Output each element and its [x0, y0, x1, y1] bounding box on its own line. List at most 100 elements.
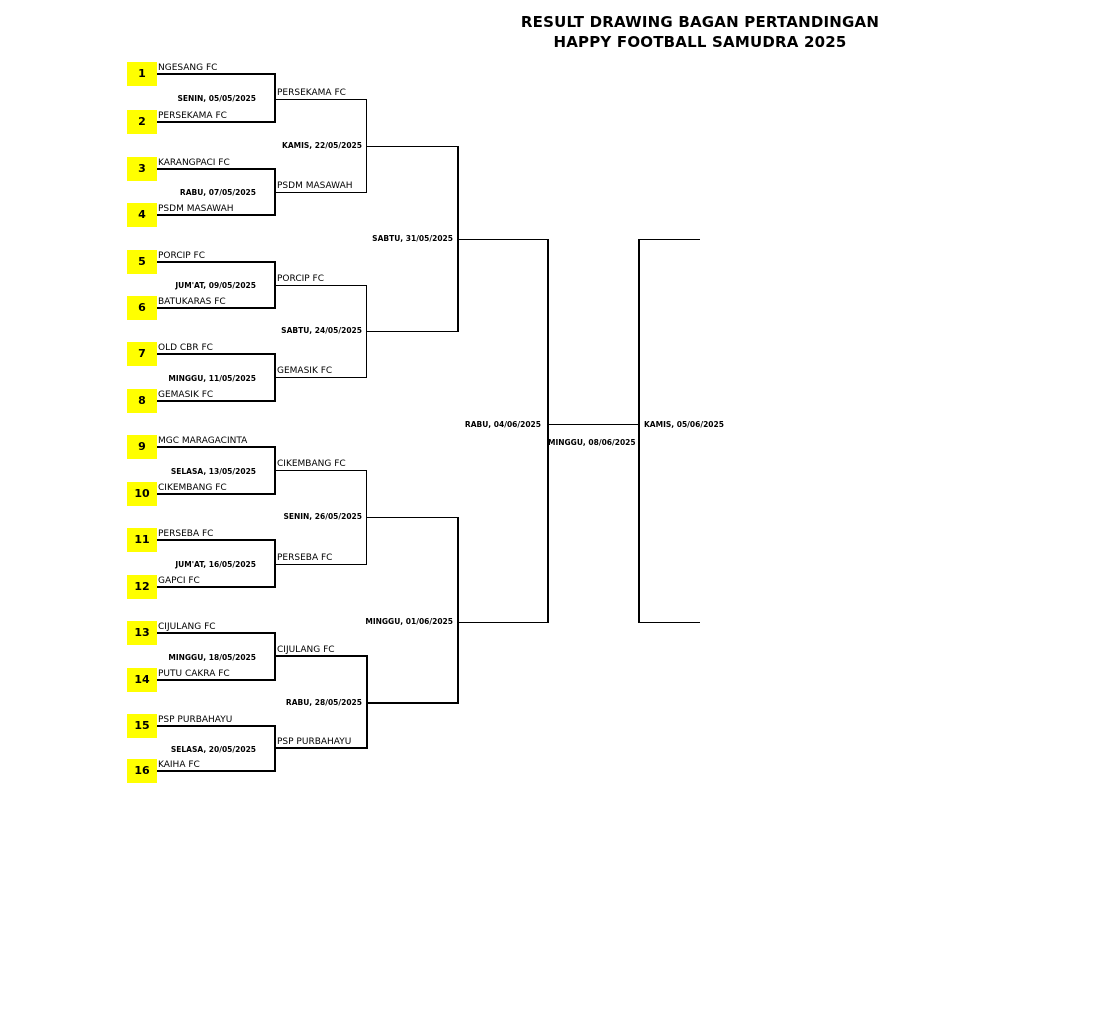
bracket-line	[276, 747, 367, 749]
bracket-line	[157, 214, 275, 216]
bracket-connector	[274, 353, 276, 402]
bracket-line	[157, 586, 275, 588]
bracket-line	[276, 285, 367, 286]
bracket-connector	[457, 517, 459, 704]
bracket-line	[157, 770, 275, 772]
bracket-line	[276, 192, 367, 193]
bracket-line	[458, 239, 548, 240]
team-name: CIJULANG FC	[277, 645, 335, 655]
match-date: RABU, 07/05/2025	[179, 188, 256, 197]
bracket-connector	[274, 539, 276, 588]
team-name: MGC MARAGACINTA	[158, 436, 248, 446]
match-date: SENIN, 26/05/2025	[283, 512, 362, 521]
match-date: JUM'AT, 16/05/2025	[175, 560, 256, 569]
bracket-line	[157, 307, 275, 309]
bracket-line	[157, 121, 275, 123]
team-name: PERSEBA FC	[277, 553, 333, 563]
match-date: SELASA, 20/05/2025	[170, 745, 256, 754]
seed-number: 8	[127, 389, 157, 413]
seed-number: 5	[127, 250, 157, 274]
match-date: MINGGU, 01/06/2025	[365, 617, 453, 626]
bracket-line	[276, 99, 367, 100]
match-date: MINGGU, 11/05/2025	[168, 374, 256, 383]
bracket-line	[157, 632, 275, 634]
seed-number: 7	[127, 342, 157, 366]
bracket-line	[366, 517, 458, 518]
team-name: PSP PURBAHAYU	[277, 737, 352, 747]
team-name: KAIHA FC	[158, 760, 200, 770]
bracket-line	[276, 377, 367, 378]
team-name: CIJULANG FC	[158, 622, 216, 632]
bracket-connector	[274, 446, 276, 495]
seed-number: 16	[127, 759, 157, 783]
bracket-sheet: RESULT DRAWING BAGAN PERTANDINGAN HAPPY …	[127, 13, 879, 783]
team-name: GAPCI FC	[158, 576, 200, 586]
match-date: SELASA, 13/05/2025	[170, 467, 256, 476]
bracket-line	[157, 679, 275, 681]
page-subtitle: HAPPY FOOTBALL SAMUDRA 2025	[553, 33, 847, 51]
match-date: JUM'AT, 09/05/2025	[175, 281, 256, 290]
bracket-line	[157, 168, 275, 170]
team-name: PERSEBA FC	[158, 529, 214, 539]
bracket-line	[157, 353, 275, 355]
match-date: RABU, 28/05/2025	[285, 698, 362, 707]
bracket-line	[366, 146, 458, 147]
seed-number: 13	[127, 621, 157, 645]
team-name: KARANGPACI FC	[158, 158, 230, 168]
bracket-line	[639, 239, 700, 240]
team-name: PORCIP FC	[277, 274, 325, 284]
bracket-line	[276, 564, 367, 565]
bracket-connector	[274, 168, 276, 216]
seed-number: 2	[127, 110, 157, 134]
bracket-connector	[547, 239, 549, 623]
seed-number: 10	[127, 482, 157, 506]
team-name: BATUKARAS FC	[158, 297, 226, 307]
bracket-line	[639, 622, 700, 623]
bracket-line	[157, 261, 275, 263]
team-name: CIKEMBANG FC	[277, 459, 346, 469]
semifinal-date: RABU, 04/06/2025	[464, 420, 541, 429]
bracket-connector	[274, 73, 276, 123]
team-name: PSP PURBAHAYU	[158, 715, 233, 725]
bracket-line	[366, 331, 458, 332]
bracket-line	[366, 702, 458, 704]
match-date: SENIN, 05/05/2025	[177, 94, 256, 103]
seed-number: 15	[127, 714, 157, 738]
seed-number: 3	[127, 157, 157, 181]
page-title: RESULT DRAWING BAGAN PERTANDINGAN	[520, 13, 880, 31]
bracket-connector	[274, 261, 276, 309]
bracket-line	[157, 725, 275, 727]
team-name: NGESANG FC	[158, 63, 218, 73]
team-name: CIKEMBANG FC	[158, 483, 227, 493]
seed-number: 6	[127, 296, 157, 320]
team-name: GEMASIK FC	[277, 366, 333, 376]
semifinal-date-alt: MINGGU, 08/06/2025	[548, 438, 636, 447]
team-name: PORCIP FC	[158, 251, 206, 261]
seed-number: 4	[127, 203, 157, 227]
bracket-connector	[274, 632, 276, 681]
team-name: PSDM MASAWAH	[277, 181, 353, 191]
final-date: KAMIS, 05/06/2025	[644, 420, 724, 429]
bracket-connector	[274, 725, 276, 772]
team-name: PERSEKAMA FC	[277, 88, 346, 98]
bracket-line	[276, 470, 367, 471]
seed-number: 11	[127, 528, 157, 552]
team-name: PUTU CAKRA FC	[158, 669, 230, 679]
match-date: MINGGU, 18/05/2025	[168, 653, 256, 662]
match-date: SABTU, 31/05/2025	[372, 234, 453, 243]
team-name: GEMASIK FC	[158, 390, 214, 400]
bracket-line	[157, 400, 275, 402]
match-date: KAMIS, 22/05/2025	[282, 141, 362, 150]
match-date: SABTU, 24/05/2025	[281, 326, 362, 335]
bracket-line	[157, 539, 275, 541]
team-name: PERSEKAMA FC	[158, 111, 227, 121]
bracket-line	[157, 73, 275, 75]
bracket-line	[157, 493, 275, 495]
bracket-line	[548, 424, 639, 425]
bracket-line	[276, 655, 367, 657]
team-name: OLD CBR FC	[158, 343, 213, 353]
bracket-line	[458, 622, 548, 623]
team-name: PSDM MASAWAH	[158, 204, 234, 214]
seed-number: 14	[127, 668, 157, 692]
seed-number: 9	[127, 435, 157, 459]
